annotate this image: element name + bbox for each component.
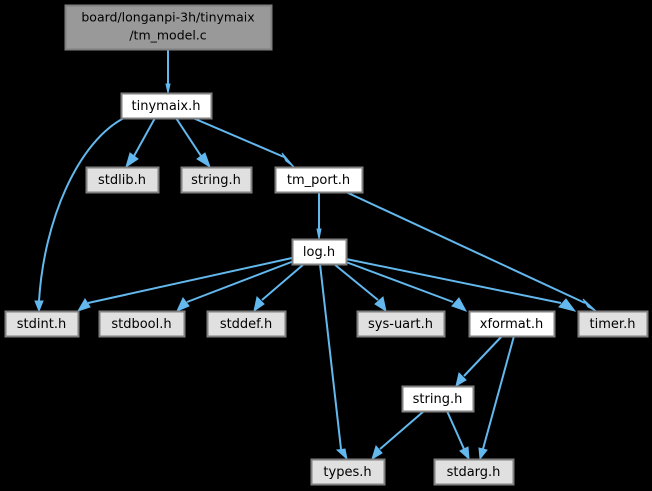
node-box[interactable] [274,166,364,194]
node-box[interactable] [64,4,273,51]
node-timer_h[interactable]: timer.h [577,310,649,338]
edges-layer [34,50,597,461]
node-tm_model[interactable]: board/longanpi-3h/tinymaix/tm_model.c [64,4,273,51]
node-stdlib_h[interactable]: stdlib.h [85,166,160,194]
arrowhead-icon [582,298,597,312]
node-box[interactable] [120,92,213,120]
arrowhead-icon [281,152,295,168]
edge-tm_port_h-to-log_h [316,192,322,240]
node-stddef_h[interactable]: stddef.h [206,310,287,338]
arrowhead-icon [125,152,139,169]
edge-xformat_h-to-stdarg_h [478,335,515,461]
arrowhead-icon [558,298,577,312]
node-box[interactable] [356,310,446,338]
node-box[interactable] [291,238,348,266]
arrowhead-icon [165,83,171,94]
node-stdint_h[interactable]: stdint.h [4,310,80,338]
edge-log_h-to-stdbool_h [176,260,295,312]
node-tm_port_h[interactable]: tm_port.h [274,166,364,194]
edge-log_h-to-types_h [319,263,348,461]
arrowhead-icon [371,444,383,461]
node-log_h[interactable]: log.h [291,238,348,266]
arrowhead-icon [176,297,190,312]
arrowhead-icon [316,228,322,240]
node-string_h_mid[interactable]: string.h [401,385,475,413]
edge-log_h-to-stddef_h [253,263,305,313]
node-box[interactable] [85,166,160,194]
arrowhead-icon [455,372,467,388]
arrowhead-icon [374,296,387,313]
node-box[interactable] [433,458,515,486]
arrowhead-icon [76,298,91,312]
edge-tm_port_h-to-timer_h [345,191,597,312]
node-stdbool_h[interactable]: stdbool.h [98,310,186,338]
arrowhead-icon [335,448,348,461]
arrowhead-icon [478,447,488,461]
node-box[interactable] [206,310,287,338]
edge-tinymaix_h-to-stdlib_h [125,117,156,169]
edge-log_h-to-stdint_h [76,257,293,312]
edge-tm_model-to-tinymaix_h [165,50,171,94]
node-box[interactable] [468,310,556,338]
arrowhead-icon [196,152,211,169]
node-types_h[interactable]: types.h [310,458,386,486]
node-tinymaix_h[interactable]: tinymaix.h [120,92,213,120]
arrowhead-icon [34,300,44,313]
node-box[interactable] [180,166,253,194]
edge-string_h_mid-to-types_h [371,410,425,461]
arrowhead-icon [459,446,470,461]
edge-log_h-to-timer_h [345,258,577,312]
node-stdarg_h[interactable]: stdarg.h [433,458,515,486]
node-string_h_top[interactable]: string.h [180,166,253,194]
node-box[interactable] [577,310,649,338]
node-box[interactable] [98,310,186,338]
node-sys_uart_h[interactable]: sys-uart.h [356,310,446,338]
edge-log_h-to-sys_uart_h [333,263,387,313]
edge-tinymaix_h-to-tm_port_h [192,117,295,168]
edge-xformat_h-to-string_h_mid [455,335,503,388]
edge-log_h-to-xformat_h [345,261,468,312]
node-box[interactable] [401,385,475,413]
edge-tinymaix_h-to-stdint_h [34,117,125,313]
nodes-layer: board/longanpi-3h/tinymaix/tm_model.ctin… [4,4,649,486]
node-box[interactable] [4,310,80,338]
arrowhead-icon [451,297,468,312]
node-xformat_h[interactable]: xformat.h [468,310,556,338]
edge-tinymaix_h-to-string_h_top [175,117,211,169]
node-box[interactable] [310,458,386,486]
edge-string_h_mid-to-stdarg_h [446,410,470,461]
arrowhead-icon [253,295,265,313]
